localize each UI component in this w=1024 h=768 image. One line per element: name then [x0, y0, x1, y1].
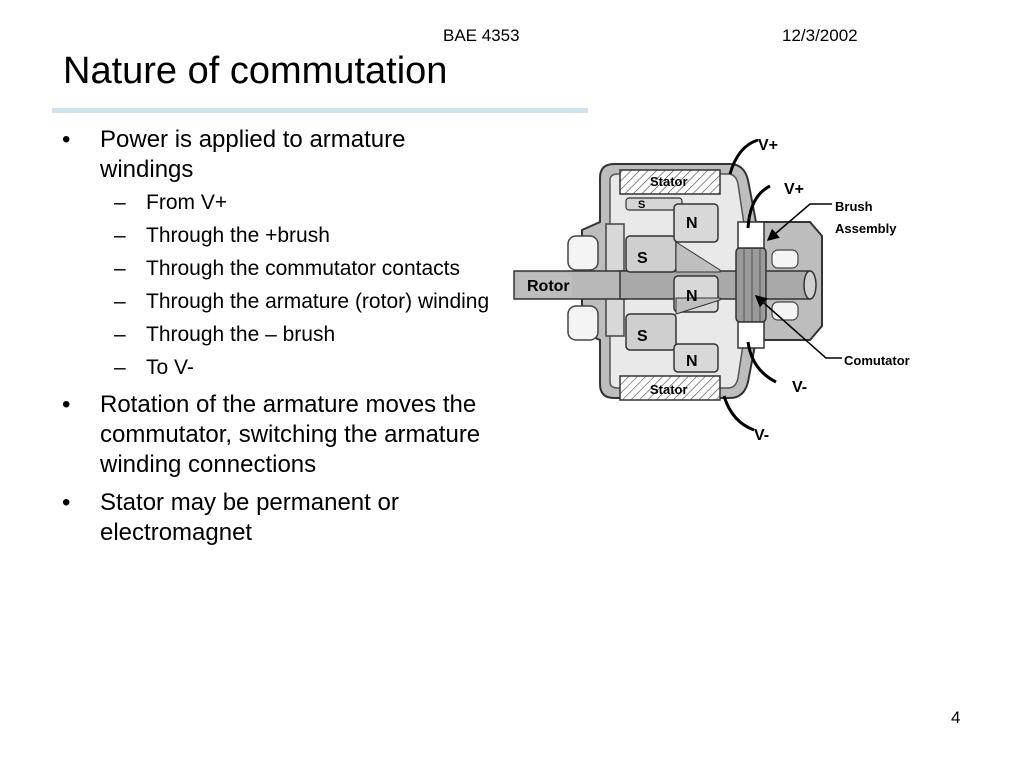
commutator: [735, 247, 767, 323]
bullet-text: Stator may be permanent or electromagnet: [100, 489, 399, 546]
label-commutator: Comutator: [844, 353, 910, 368]
sub-bullet-item: From V+: [100, 189, 502, 217]
pole-label-n1: N: [686, 215, 698, 232]
label-v-plus-top: V+: [758, 137, 778, 154]
slide-date: 12/3/2002: [782, 26, 858, 45]
pole-label-s2: S: [637, 328, 648, 345]
label-stator-top: Stator: [650, 174, 688, 189]
pole-label-n3: N: [686, 353, 698, 370]
bullet-text: Power is applied to armature windings: [100, 126, 406, 183]
label-stator-bottom: Stator: [650, 382, 688, 397]
bullet-item: Stator may be permanent or electromagnet: [62, 488, 502, 548]
label-v-minus-bottom: V-: [754, 427, 769, 444]
pole-label-n2: N: [686, 288, 698, 305]
bullet-item: Rotation of the armature moves the commu…: [62, 390, 502, 480]
page-number: 4: [951, 708, 961, 727]
pole-label-s1: S: [637, 250, 648, 267]
stator-poles: [625, 197, 721, 373]
label-brush: Brush: [835, 199, 873, 214]
bullet-text: Rotation of the armature moves the commu…: [100, 391, 481, 478]
sub-bullet-item: To V-: [100, 354, 502, 382]
sub-bullet-item: Through the – brush: [100, 321, 502, 349]
sub-bullet-list: From V+ Through the +brush Through the c…: [100, 189, 502, 382]
slide-title: Nature of commutation: [63, 50, 448, 92]
supply-wires: [722, 138, 777, 432]
bullet-list: Power is applied to armature windings Fr…: [62, 125, 502, 556]
pole-label-s3: S: [638, 199, 645, 211]
stator-bottom: [619, 375, 721, 401]
label-v-plus-brush: V+: [784, 181, 804, 198]
sub-bullet-item: Through the commutator contacts: [100, 255, 502, 283]
leader-lines: [754, 203, 842, 359]
stator-top: [619, 169, 721, 195]
label-assembly: Assembly: [835, 221, 897, 236]
bullet-item: Power is applied to armature windings Fr…: [62, 125, 502, 382]
title-underline: [52, 108, 588, 113]
sub-bullet-item: Through the armature (rotor) winding: [100, 288, 502, 316]
sub-bullet-item: Through the +brush: [100, 222, 502, 250]
course-code: BAE 4353: [443, 26, 520, 45]
label-v-minus-brush: V-: [792, 379, 807, 396]
rotor-label: Rotor: [518, 273, 572, 297]
label-rotor: Rotor: [527, 278, 570, 295]
dc-motor-diagram: V+ V+ V- V- Stator Stator Brush Assembly…: [513, 137, 910, 444]
